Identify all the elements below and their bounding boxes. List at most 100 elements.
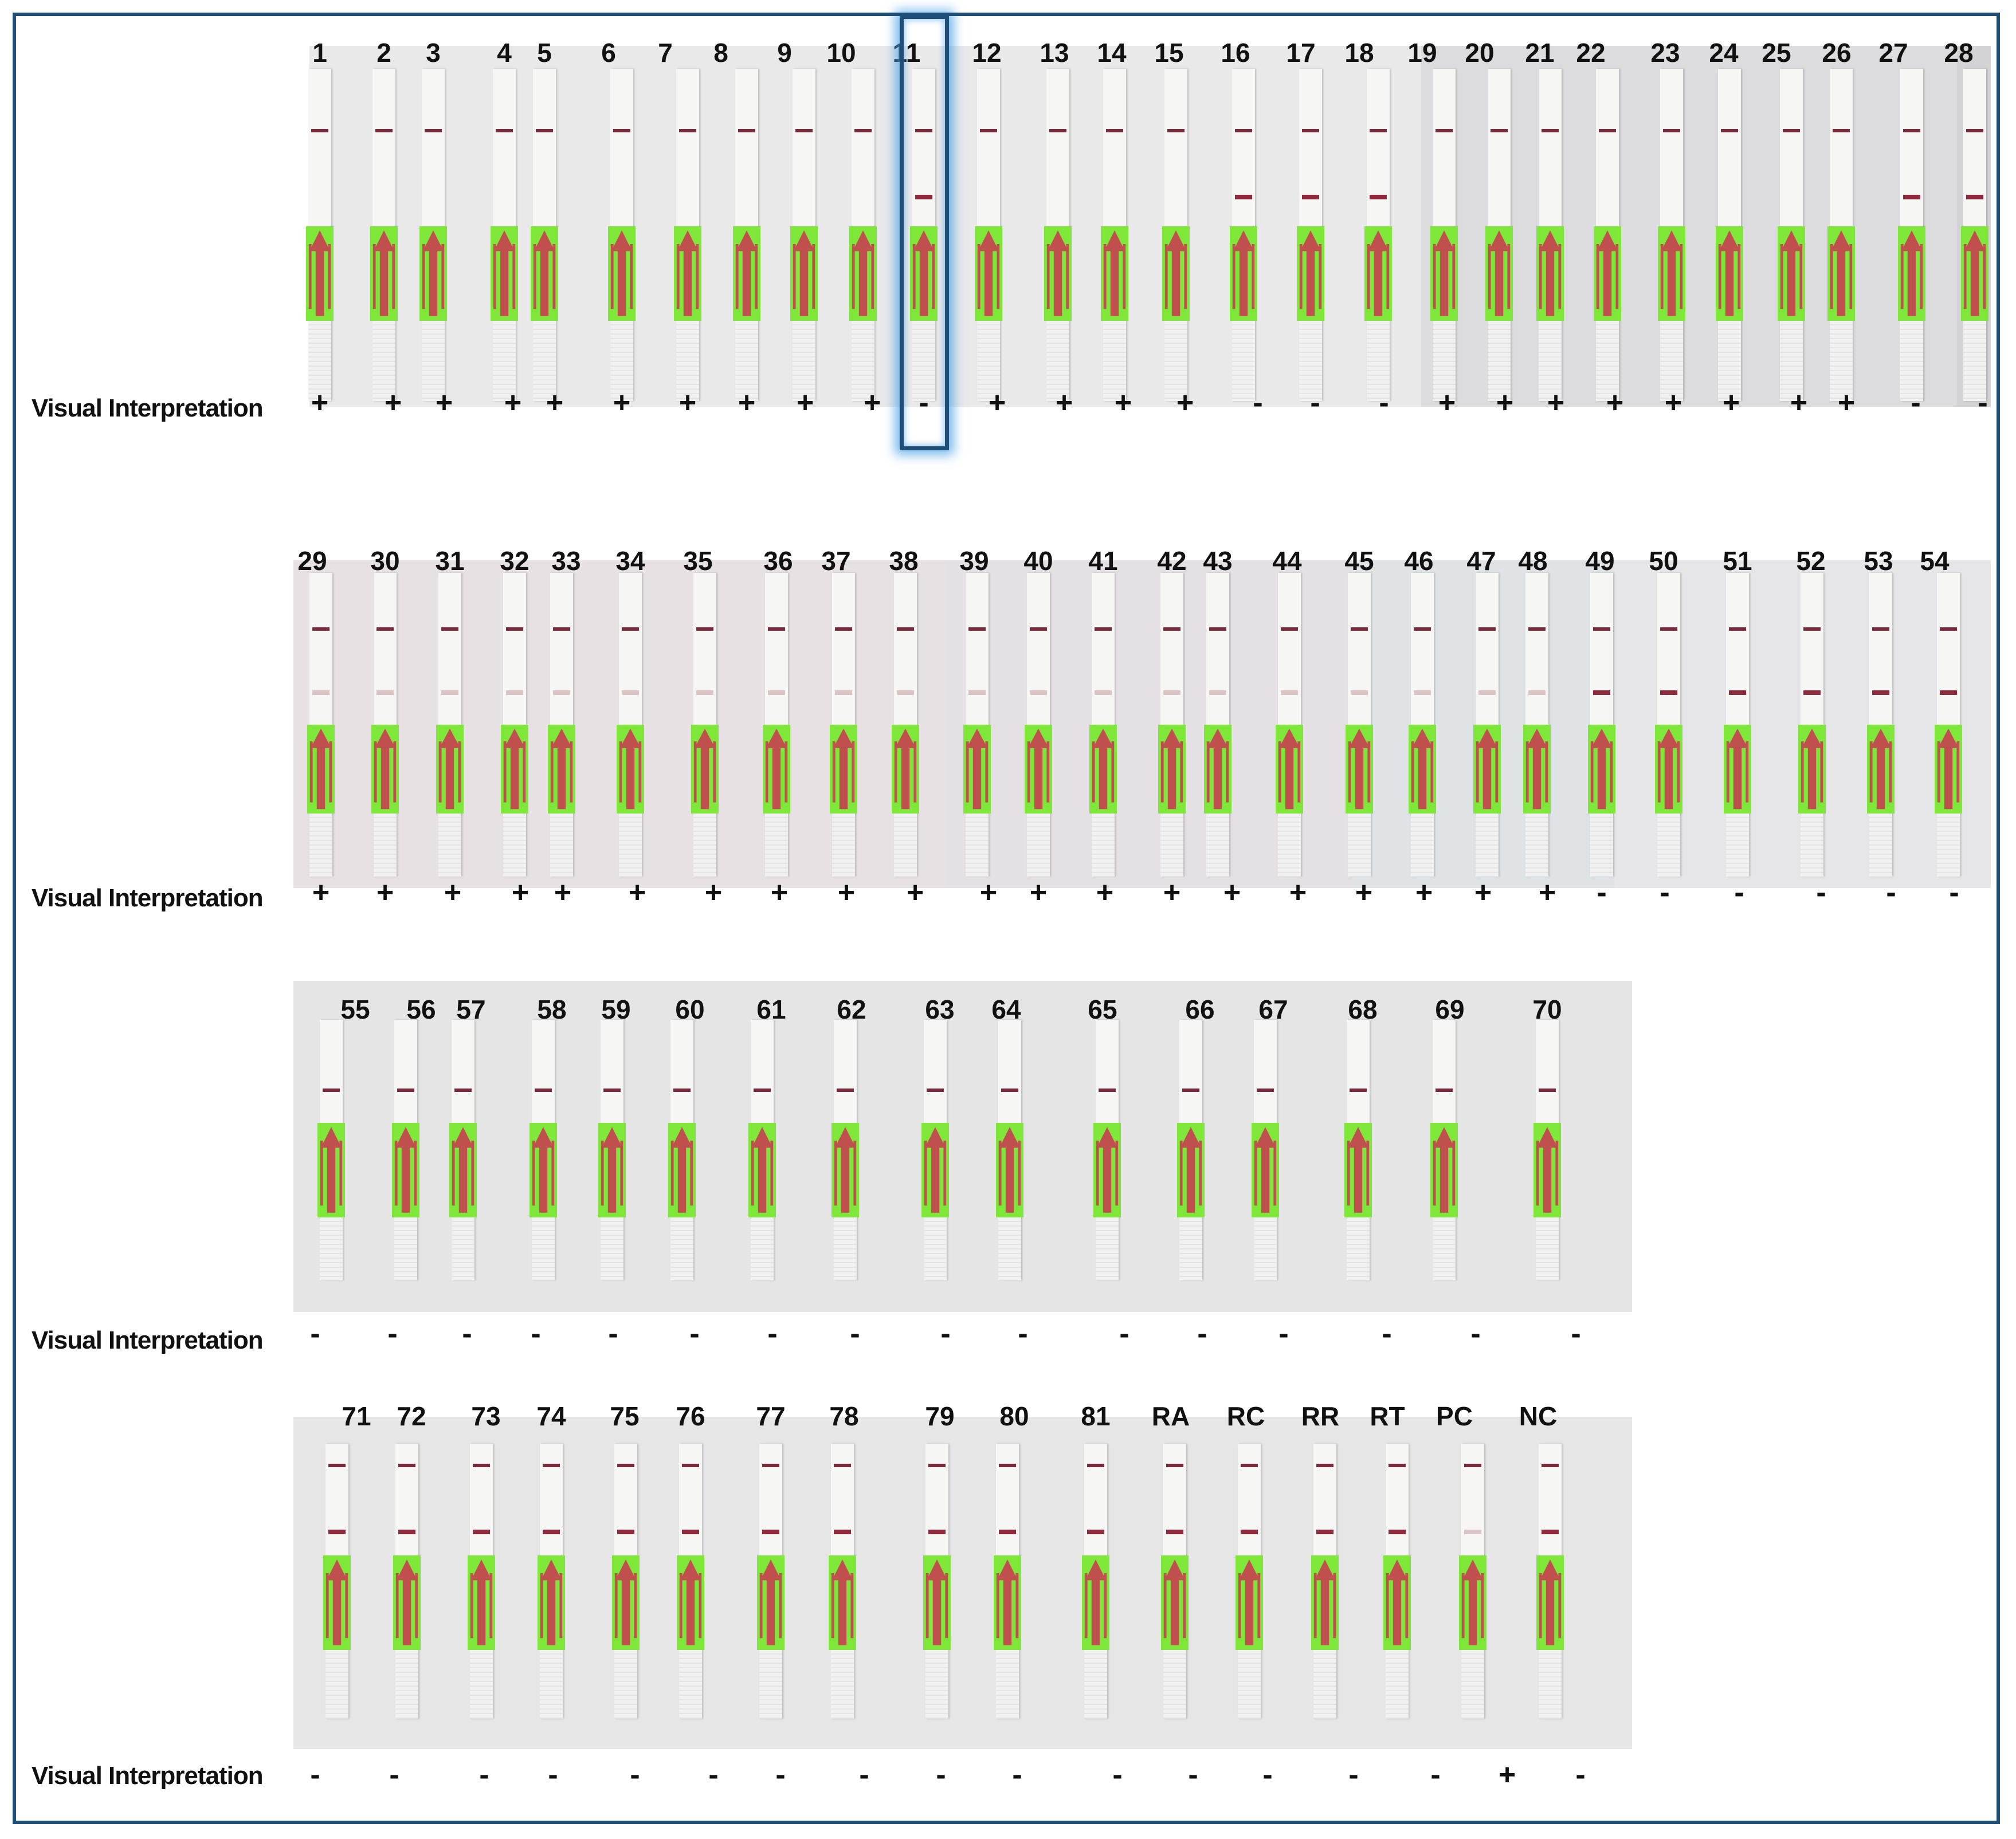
visual-result-mark: - xyxy=(1978,386,1988,419)
sample-pad xyxy=(996,1650,1019,1719)
strip-number-label: RA xyxy=(1151,1401,1190,1431)
arrow-icon xyxy=(320,1127,343,1213)
test-line xyxy=(441,690,459,695)
visual-result-mark: + xyxy=(1538,876,1556,909)
conjugate-pad xyxy=(1276,725,1303,814)
control-line xyxy=(495,129,513,132)
arrow-icon xyxy=(540,1559,563,1645)
conjugate-pad xyxy=(530,1123,557,1217)
conjugate-pad xyxy=(449,1123,477,1217)
sample-pad xyxy=(532,1217,555,1280)
strip-number-label: 55 xyxy=(340,995,370,1024)
control-line xyxy=(738,129,756,132)
conjugate-pad xyxy=(1724,725,1751,814)
conjugate-pad xyxy=(1935,725,1962,814)
visual-result-mark: - xyxy=(689,1317,700,1350)
sample-pad xyxy=(1027,814,1050,877)
visual-result-mark: - xyxy=(1816,876,1826,909)
strip-number-label: 20 xyxy=(1465,38,1495,68)
visual-result-mark: + xyxy=(628,876,646,909)
test-line xyxy=(1413,690,1431,695)
test-strip xyxy=(1867,573,1895,877)
control-line xyxy=(1280,627,1299,631)
arrow-icon xyxy=(1027,728,1050,810)
sample-pad xyxy=(1525,814,1548,877)
visual-result-mark: + xyxy=(1790,386,1808,419)
control-line xyxy=(998,1464,1017,1467)
strip-number-label: 74 xyxy=(536,1401,566,1431)
control-line xyxy=(979,129,998,132)
strip-number-label: 13 xyxy=(1040,38,1069,68)
test-strip xyxy=(323,1444,351,1719)
test-strip xyxy=(612,1444,640,1719)
sample-pad xyxy=(832,814,855,877)
conjugate-pad xyxy=(1473,725,1501,814)
arrow-icon xyxy=(1179,1127,1202,1213)
visual-result-mark: + xyxy=(1496,386,1514,419)
test-strip xyxy=(1158,573,1186,877)
visual-result-mark: + xyxy=(738,386,756,419)
visual-result-mark: - xyxy=(310,1758,320,1791)
test-strip xyxy=(1485,69,1513,401)
test-line xyxy=(505,690,524,695)
conjugate-pad xyxy=(1533,1123,1561,1217)
conjugate-pad xyxy=(921,1123,949,1217)
conjugate-pad xyxy=(306,226,334,321)
sample-pad xyxy=(676,321,699,401)
sample-pad xyxy=(1869,814,1892,877)
test-strip xyxy=(1536,69,1564,401)
strip-number-label: 54 xyxy=(1920,546,1950,576)
conjugate-pad xyxy=(491,226,518,321)
visual-result-mark: + xyxy=(511,876,530,909)
arrow-icon xyxy=(1411,728,1434,810)
strip-number-label: 41 xyxy=(1088,546,1118,576)
visual-result-mark: + xyxy=(384,386,402,419)
control-line xyxy=(915,129,933,132)
visual-interpretation-label: Visual Interpretation xyxy=(32,1326,264,1354)
arrow-icon xyxy=(1869,728,1892,810)
control-line xyxy=(1478,627,1496,631)
arrow-icon xyxy=(503,728,526,810)
control-line xyxy=(472,1464,491,1467)
strip-number-label: 64 xyxy=(991,995,1021,1024)
control-line xyxy=(454,1089,472,1092)
arrow-icon xyxy=(894,728,917,810)
test-line xyxy=(328,1530,346,1534)
sample-pad xyxy=(374,814,397,877)
arrow-icon xyxy=(1718,230,1741,316)
sample-pad xyxy=(1386,1650,1409,1719)
conjugate-pad xyxy=(1430,226,1458,321)
control-line xyxy=(1166,1464,1184,1467)
conjugate-pad xyxy=(1089,725,1117,814)
strip-number-label: 40 xyxy=(1023,546,1053,576)
control-line xyxy=(322,1089,340,1092)
visual-result-mark: + xyxy=(906,876,924,909)
conjugate-pad xyxy=(317,1123,345,1217)
conjugate-pad xyxy=(1162,226,1190,321)
conjugate-pad xyxy=(748,1123,776,1217)
test-strip xyxy=(1588,573,1615,877)
conjugate-pad xyxy=(1536,1555,1564,1650)
strip-number-label: 67 xyxy=(1258,995,1288,1024)
visual-result-mark: + xyxy=(1163,876,1181,909)
control-line xyxy=(753,1089,771,1092)
arrow-icon xyxy=(676,230,699,316)
sample-pad xyxy=(309,814,332,877)
visual-result-mark: + xyxy=(1114,386,1132,419)
control-line xyxy=(968,627,986,631)
test-line xyxy=(1478,690,1496,695)
visual-result-mark: - xyxy=(1112,1758,1123,1791)
visual-result-mark: + xyxy=(1415,876,1433,909)
test-strip xyxy=(1935,573,1962,877)
visual-result-mark: - xyxy=(387,1317,398,1350)
conjugate-pad xyxy=(1716,226,1743,321)
strip-number-label: RR xyxy=(1301,1401,1340,1431)
test-strip xyxy=(1827,69,1855,401)
sample-pad xyxy=(793,321,815,401)
visual-result-mark: - xyxy=(767,1317,778,1350)
arrow-icon xyxy=(1163,1559,1186,1645)
visual-result-mark: - xyxy=(1253,386,1263,419)
sample-pad xyxy=(1238,1650,1261,1719)
control-line xyxy=(1163,627,1181,631)
strip-number-label: 18 xyxy=(1344,38,1374,68)
